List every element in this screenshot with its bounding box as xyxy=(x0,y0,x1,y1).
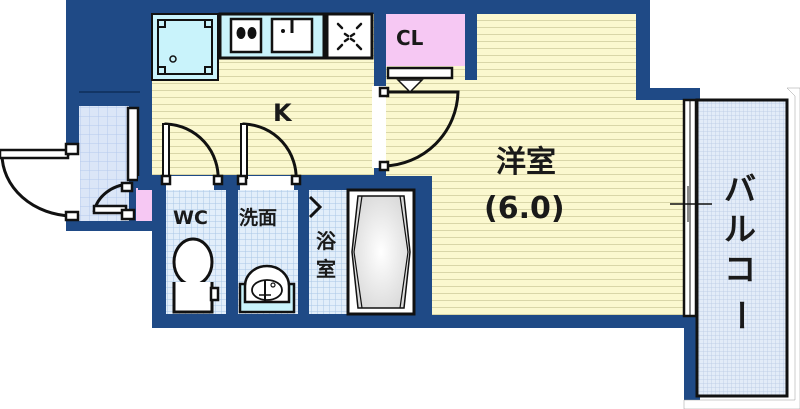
closet-rail xyxy=(386,66,454,80)
western-room-door[interactable] xyxy=(383,90,460,168)
balcony-label: バ ル コ ー xyxy=(722,170,760,331)
washroom-label: 洗面 xyxy=(239,206,277,229)
western-room-size: (6.0) xyxy=(484,191,565,226)
entrance-step xyxy=(126,106,140,182)
closet-area[interactable] xyxy=(386,14,466,66)
svg-text:ル: ル xyxy=(724,210,756,248)
washroom-door[interactable] xyxy=(242,122,298,183)
balcony-edge xyxy=(683,87,800,409)
closet-label: CL xyxy=(396,26,424,50)
washbasin-icon xyxy=(238,264,296,314)
kitchen-counter xyxy=(151,12,374,81)
svg-text:バ: バ xyxy=(724,170,756,208)
western-room-label: 洋室 xyxy=(496,145,556,180)
bathroom-entry-arrow xyxy=(308,195,323,219)
svg-text:コ: コ xyxy=(724,250,756,288)
bathroom-label-2: 室 xyxy=(316,257,336,281)
entrance-floor xyxy=(79,106,129,221)
bathtub-icon xyxy=(346,188,416,316)
balcony-sliding-door[interactable] xyxy=(670,98,712,318)
door-swings xyxy=(0,79,460,222)
toilet-icon xyxy=(172,237,220,314)
bathroom-label-1: 浴 xyxy=(316,229,337,253)
balcony-floor xyxy=(697,100,787,396)
shoe-closet xyxy=(136,188,152,221)
wc-door[interactable] xyxy=(164,122,220,183)
wc-label: WC xyxy=(173,207,208,229)
svg-text:ー: ー xyxy=(722,299,760,331)
front-door[interactable] xyxy=(0,152,73,218)
western-room-floor xyxy=(386,14,688,315)
kitchen-label: K xyxy=(273,99,293,127)
